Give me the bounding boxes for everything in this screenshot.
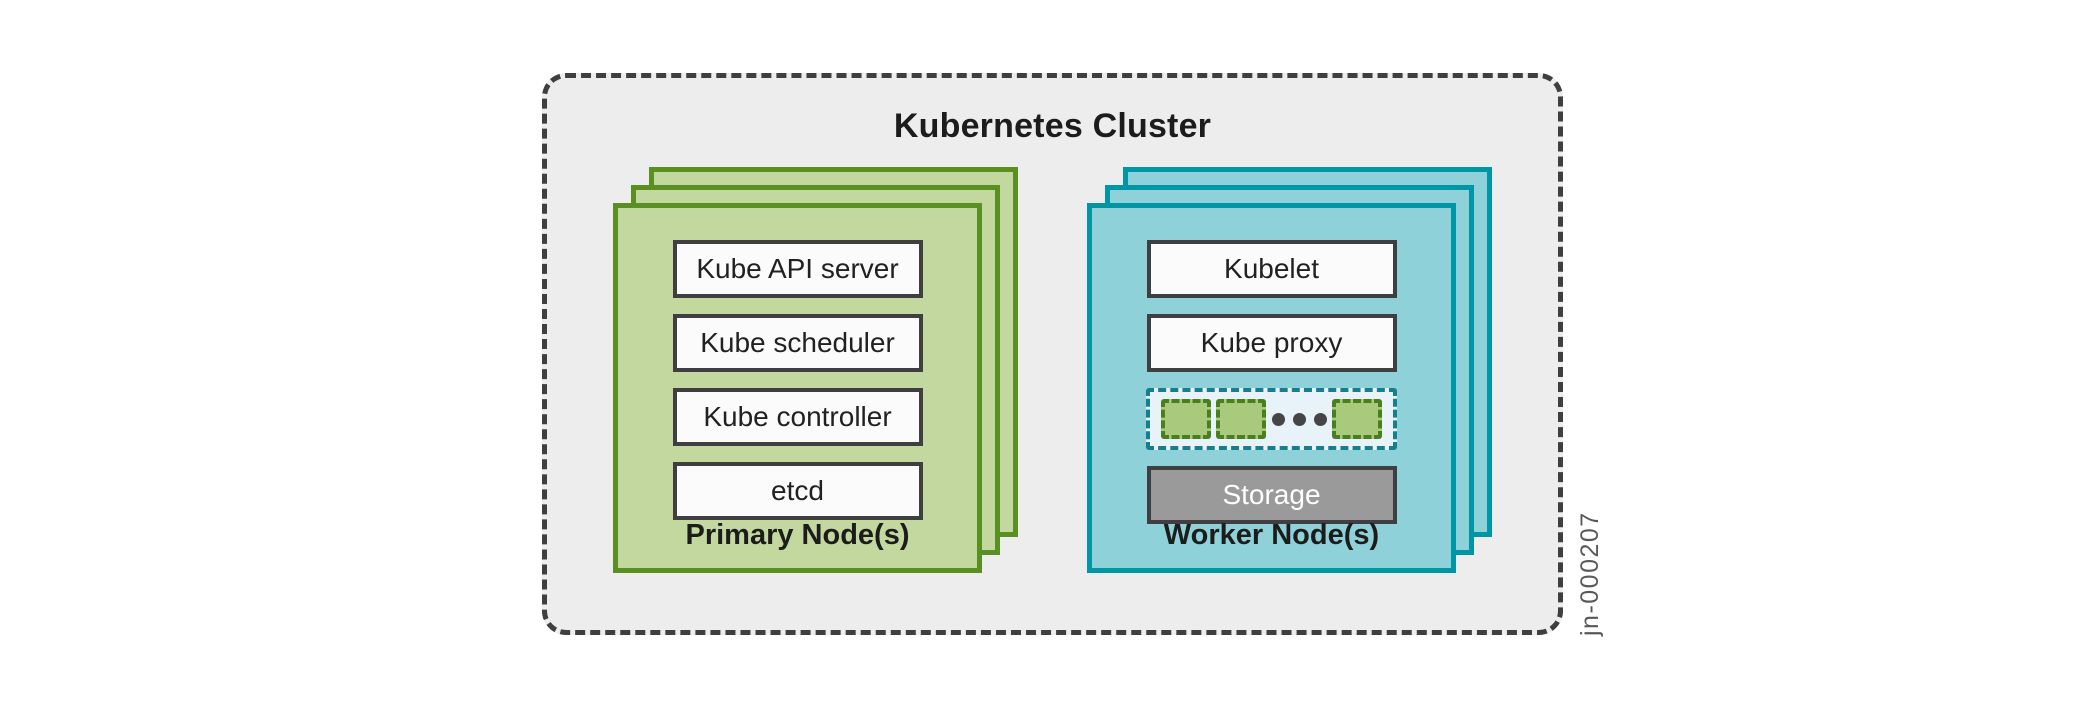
storage-box: Storage — [1146, 466, 1397, 524]
pod-icon — [1331, 399, 1382, 439]
worker-node-label: Worker Node(s) — [1163, 519, 1380, 551]
ellipsis-dot — [1313, 412, 1327, 426]
primary-node-card: Kube API server Kube scheduler Kube cont… — [613, 203, 982, 573]
component-label: Kubelet — [1224, 253, 1319, 284]
storage-label: Storage — [1222, 479, 1321, 510]
figure-id-label: jn-000207 — [1576, 511, 1604, 636]
component-box-kube-api-server: Kube API server — [672, 240, 923, 298]
component-box-etcd: etcd — [672, 462, 923, 520]
component-label: etcd — [771, 475, 824, 506]
component-box-kube-controller: Kube controller — [672, 388, 923, 446]
component-box-kubelet: Kubelet — [1146, 240, 1397, 298]
component-label: Kube scheduler — [700, 327, 895, 358]
pod-icon — [1216, 399, 1267, 439]
pods-ellipsis-icon — [1271, 412, 1327, 426]
primary-node-label: Primary Node(s) — [685, 519, 910, 551]
component-label: Kube proxy — [1200, 327, 1343, 358]
component-label: Kube API server — [696, 253, 899, 284]
component-label: Kube controller — [703, 401, 892, 432]
ellipsis-dot — [1271, 412, 1285, 426]
component-box-kube-proxy: Kube proxy — [1146, 314, 1397, 372]
ellipsis-dot — [1292, 412, 1306, 426]
pod-icon — [1161, 399, 1211, 439]
component-box-kube-scheduler: Kube scheduler — [672, 314, 923, 372]
cluster-title: Kubernetes Cluster — [893, 107, 1212, 145]
worker-node-card: Kubelet Kube proxy Storage Worker Node(s… — [1087, 203, 1456, 573]
pod-group — [1146, 388, 1397, 450]
